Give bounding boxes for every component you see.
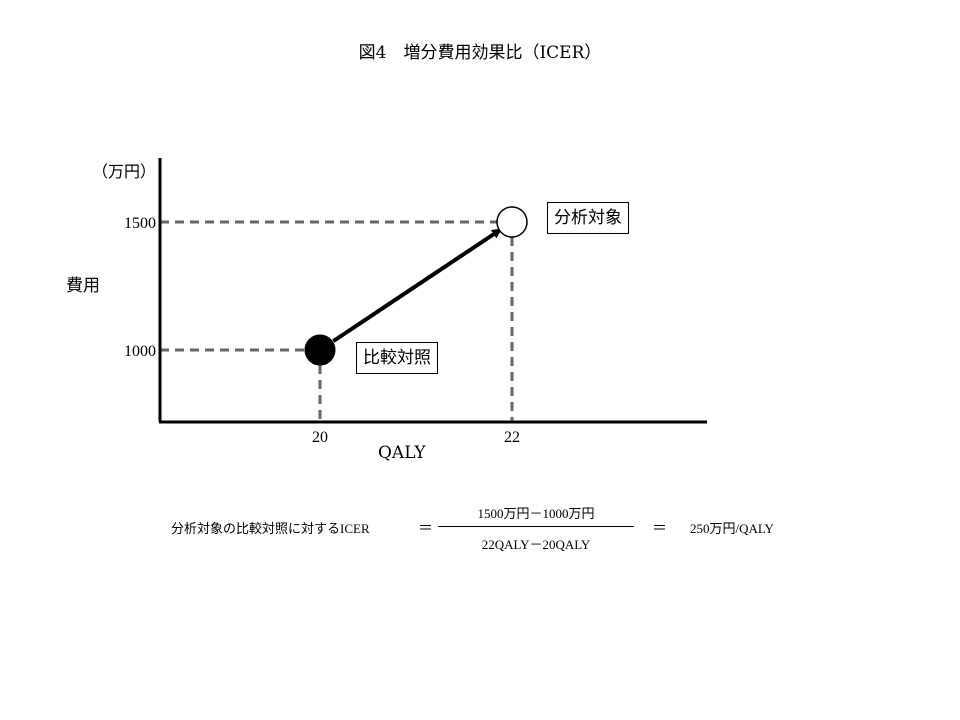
x-axis-label: QALY [378, 443, 426, 463]
formula-lhs: 分析対象の比較対照に対するICER [171, 521, 370, 536]
data-point-control [304, 334, 336, 366]
formula-eq2: ＝ [652, 521, 668, 537]
y-tick-label: 1500 [124, 215, 156, 232]
data-point-target [496, 206, 528, 238]
point-label-control: 比較対照 [356, 342, 438, 374]
x-tick-label: 22 [504, 429, 520, 446]
y-axis-label: 費用 [66, 276, 100, 296]
page-title: 図4 増分費用効果比（ICER） [358, 43, 602, 63]
x-tick-label: 20 [312, 429, 328, 446]
formula-result: 250万円/QALY [690, 521, 774, 536]
point-label-target: 分析対象 [547, 202, 629, 234]
formula-numerator: 1500万円－1000万円 [477, 506, 595, 521]
y-unit-label: （万円） [92, 162, 157, 181]
change-arrow [332, 228, 503, 343]
formula-eq1: ＝ [418, 521, 434, 537]
fraction-bar [438, 526, 634, 527]
formula-denominator: 22QALY－20QALY [481, 537, 591, 552]
y-tick-label: 1000 [124, 343, 156, 360]
